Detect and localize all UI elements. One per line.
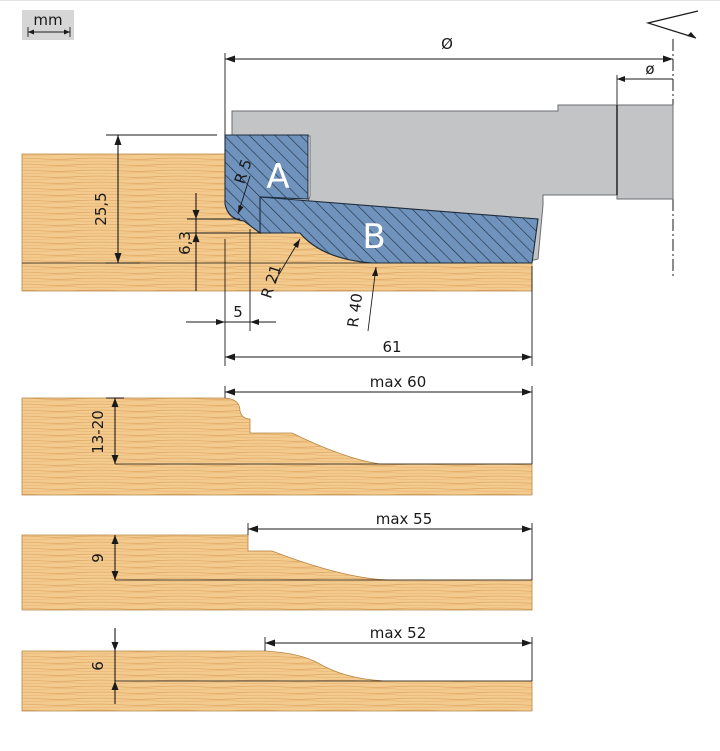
profile-1: 13-20 max 60 bbox=[21, 373, 533, 496]
unit-badge: mm bbox=[22, 10, 74, 40]
profile-3-width-label: max 52 bbox=[370, 624, 427, 642]
height-label: 25,5 bbox=[92, 192, 110, 225]
knife-a-label: A bbox=[266, 157, 289, 197]
knife-b-label: B bbox=[362, 217, 385, 257]
rotation-arrow-icon bbox=[645, 10, 699, 39]
profile-1-height-label: 13-20 bbox=[89, 410, 107, 454]
profile-3: 6 max 52 bbox=[21, 624, 533, 712]
depth-label: 6,3 bbox=[176, 231, 194, 255]
bore-label: ø bbox=[645, 60, 654, 78]
unit-label: mm bbox=[33, 11, 62, 29]
radius-40-callout: R 40 bbox=[344, 266, 378, 332]
radius-40-label: R 40 bbox=[344, 292, 367, 328]
profile-2-height-label: 9 bbox=[89, 553, 107, 563]
width-61-label: 61 bbox=[382, 338, 401, 356]
width-5-label: 5 bbox=[233, 303, 243, 321]
profile-1-width-label: max 60 bbox=[370, 373, 427, 391]
diameter-label: Ø bbox=[441, 35, 453, 53]
width-5-dimension: 5 bbox=[186, 229, 276, 366]
profile-2: 9 max 55 bbox=[21, 510, 533, 611]
knife-b bbox=[259, 196, 539, 264]
depth-dimension: 6,3 bbox=[176, 193, 262, 291]
diameter-dimension: Ø bbox=[224, 35, 673, 136]
bore-dimension: ø bbox=[616, 60, 673, 109]
height-dimension: 25,5 bbox=[92, 134, 217, 264]
profile-3-height-label: 6 bbox=[89, 661, 107, 671]
width-61-dimension: 61 bbox=[225, 266, 533, 366]
profile-2-width-label: max 55 bbox=[376, 510, 433, 528]
